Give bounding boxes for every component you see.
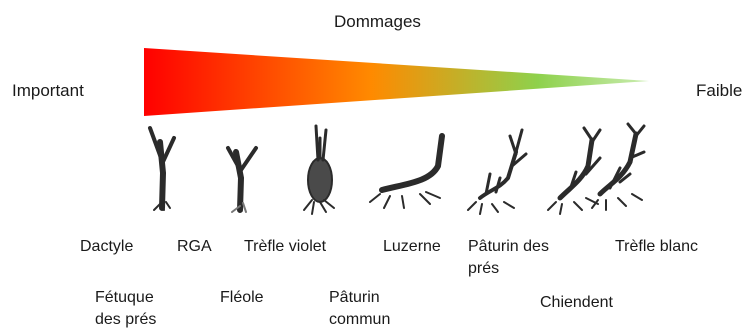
species-label-line: des prés xyxy=(95,309,156,331)
species-label-dactyle: Dactyle xyxy=(80,236,133,258)
species-label-line: Pâturin des xyxy=(468,236,549,258)
plant-icon-trefle-blanc xyxy=(592,124,644,210)
scale-right-label: Faible xyxy=(696,81,742,101)
diagram-title: Dommages xyxy=(334,12,421,32)
species-label-chiendent: Chiendent xyxy=(540,292,613,314)
plant-icon-luzerne xyxy=(370,136,442,208)
plant-stubble-row xyxy=(130,118,650,223)
species-label-line: Fléole xyxy=(220,287,264,309)
species-label-line: Pâturin xyxy=(329,287,390,309)
species-label-line: Trèfle violet xyxy=(244,236,326,258)
species-label-line: Fétuque xyxy=(95,287,156,309)
species-label-line: Trèfle blanc xyxy=(615,236,698,258)
species-label-paturin-des-pres: Pâturin des prés xyxy=(468,236,549,280)
species-label-line: commun xyxy=(329,309,390,331)
species-label-fleole: Fléole xyxy=(220,287,264,309)
species-label-line: RGA xyxy=(177,236,212,258)
species-label-line: Dactyle xyxy=(80,236,133,258)
species-label-trefle-violet: Trèfle violet xyxy=(244,236,326,258)
damage-gradient-wedge xyxy=(144,48,649,120)
species-label-line: Luzerne xyxy=(383,236,441,258)
plant-icon-chiendent xyxy=(548,128,600,214)
species-label-rga: RGA xyxy=(177,236,212,258)
plant-icon-dactyle xyxy=(150,128,174,210)
species-label-trefle-blanc: Trèfle blanc xyxy=(615,236,698,258)
plant-icon-trefle-violet xyxy=(304,126,334,214)
species-label-fetuque-des-pres: Fétuque des prés xyxy=(95,287,156,331)
species-label-paturin-commun: Pâturin commun xyxy=(329,287,390,331)
species-label-line: prés xyxy=(468,258,549,280)
species-label-line: Chiendent xyxy=(540,292,613,314)
plant-icon-rga xyxy=(228,148,256,212)
scale-left-label: Important xyxy=(12,81,84,101)
plant-icon-paturin xyxy=(468,130,526,214)
species-label-luzerne: Luzerne xyxy=(383,236,441,258)
